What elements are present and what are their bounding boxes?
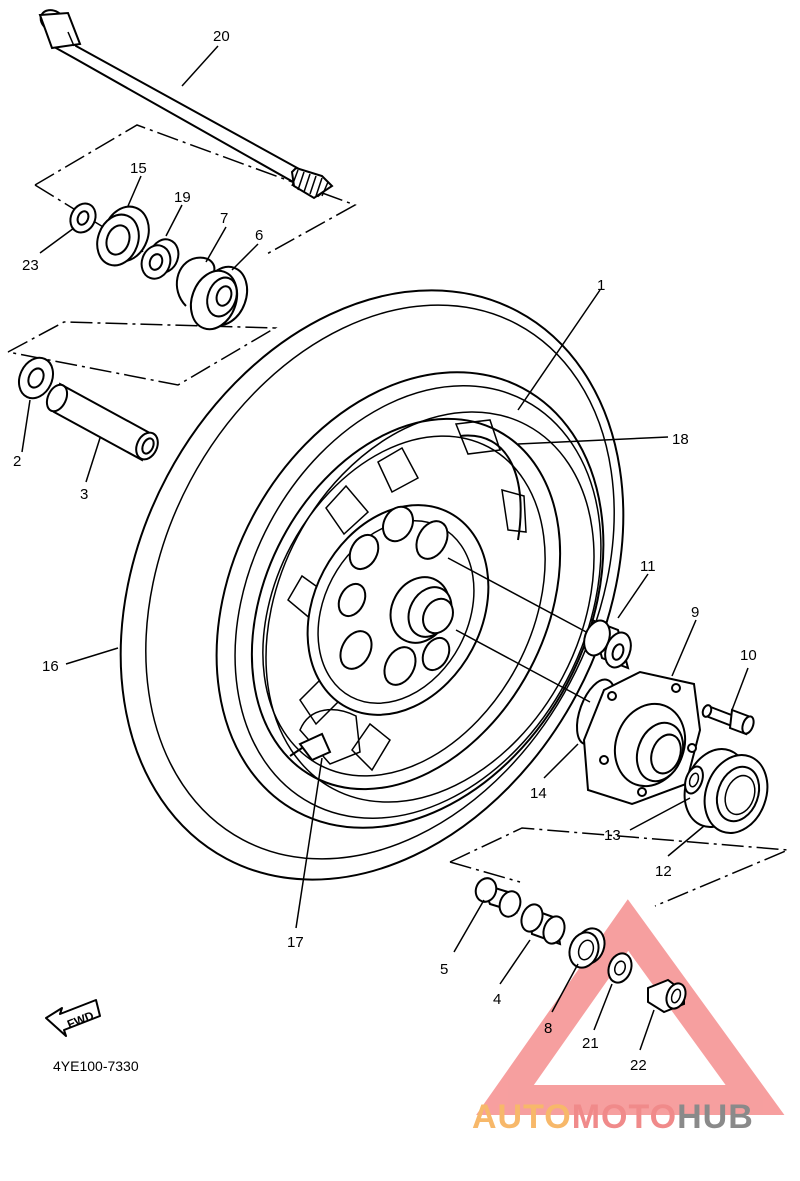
washer-part-23 [69, 202, 97, 234]
collar-part-5 [474, 877, 522, 918]
callouts: 20 15 19 7 6 23 2 3 16 1 18 11 9 10 14 1… [13, 28, 757, 1074]
callout-2: 2 [13, 453, 21, 470]
bolt-part-10 [701, 704, 755, 736]
callout-17: 17 [287, 934, 304, 951]
callout-15: 15 [130, 160, 147, 177]
callout-23: 23 [22, 257, 39, 274]
spacer-part-4 [520, 903, 566, 946]
axle-part-20 [38, 9, 334, 200]
callout-13: 13 [604, 827, 621, 844]
callout-16: 16 [42, 658, 59, 675]
callout-20: 20 [213, 28, 230, 45]
callout-10: 10 [740, 647, 757, 664]
callout-6: 6 [255, 227, 263, 244]
spacer-part-3 [45, 382, 159, 462]
clutch-hub-part-9 [582, 670, 702, 806]
callout-4: 4 [493, 991, 501, 1008]
callout-7: 7 [220, 210, 228, 227]
circlip-part-7 [176, 256, 216, 307]
callout-21: 21 [582, 1035, 599, 1052]
watermark-part-moto: MOTO [572, 1098, 677, 1136]
collar-part-19 [140, 238, 180, 280]
watermark-part-auto: AUTO [472, 1098, 572, 1136]
watermark-triangle [476, 899, 785, 1115]
collar-part-2 [17, 356, 55, 400]
watermark-part-hub: HUB [677, 1098, 754, 1136]
callout-14: 14 [530, 785, 547, 802]
nut-part-22 [647, 978, 687, 1014]
callout-3: 3 [80, 486, 88, 503]
callout-1: 1 [597, 277, 605, 294]
oil-seal-part-8 [568, 927, 606, 969]
assembly-bracket-lower-right [449, 827, 789, 907]
callout-12: 12 [655, 863, 672, 880]
callout-19: 19 [174, 189, 191, 206]
diagram-code: 4YE100-7330 [53, 1058, 139, 1074]
collar-part-11 [583, 618, 632, 670]
callout-9: 9 [691, 604, 699, 621]
wheel-part-1 [234, 385, 602, 819]
assembly-bracket-left [7, 321, 278, 386]
callout-8: 8 [544, 1020, 552, 1037]
callout-11: 11 [640, 558, 656, 575]
leader-lines [21, 45, 749, 1051]
oil-seal-part-15 [96, 205, 150, 267]
collar-part-13 [684, 765, 704, 795]
callout-22: 22 [630, 1057, 647, 1074]
callout-5: 5 [440, 961, 448, 978]
bearing-part-6 [189, 265, 249, 331]
callout-18: 18 [672, 431, 689, 448]
washer-part-21 [607, 952, 633, 984]
watermark-logo: AUTOMOTOHUB [472, 1098, 754, 1136]
fwd-arrow-icon: FWD [45, 999, 101, 1037]
assembly-lines [447, 557, 591, 703]
